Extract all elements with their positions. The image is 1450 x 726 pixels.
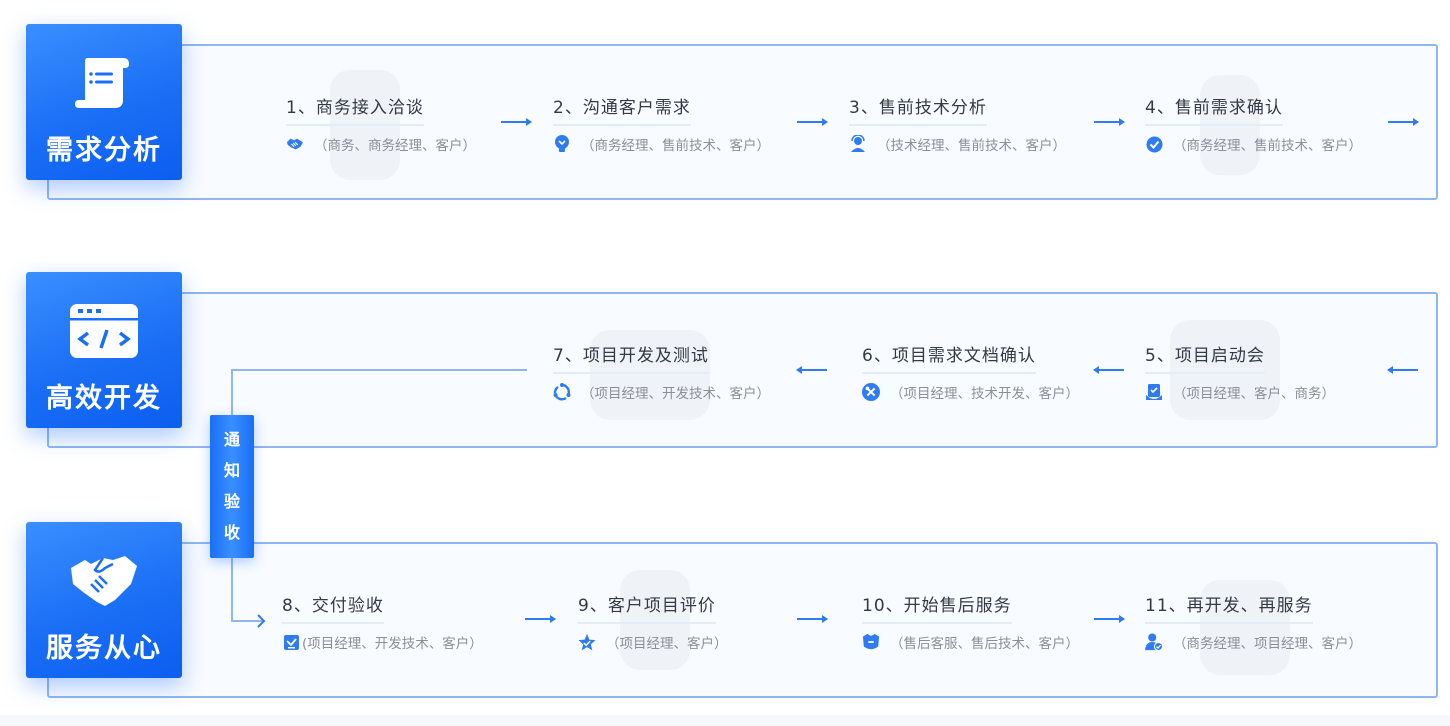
tag-char: 通 [223,430,240,450]
step-title: 2、沟通客户需求 [553,93,691,126]
tools-icon [862,383,880,401]
step-3: 3、售前技术分析 （技术经理、售前技术、客户） [849,93,1066,154]
watermark-figure [620,570,690,670]
step-title: 10、开始售后服务 [862,591,1012,624]
step-roles: （商务经理、项目经理、客户） [1173,636,1362,652]
handshake-icon [286,135,304,153]
step-1: 1、商务接入洽谈 （商务、商务经理、客户） [286,93,476,154]
handshake-icon [69,548,139,614]
step-10: 10、开始售后服务 （售后客服、售后技术、客户） [862,591,1079,652]
arrow-right [1094,615,1125,623]
arrow-right [525,615,556,623]
step-roles: （项目经理、客户、商务） [1173,386,1335,402]
step-9: 9、客户项目评价 （项目经理、客户） [578,591,728,652]
category-tile-requirements: 需求分析 [26,24,182,180]
step-title: 3、售前技术分析 [849,93,987,126]
star-check-icon [578,633,596,651]
step-title: 8、交付验收 [282,591,384,624]
category-label: 高效开发 [46,383,162,414]
step-5: 5、项目启动会 （项目经理、客户、商务） [1145,341,1335,402]
step-title: 1、商务接入洽谈 [286,93,424,126]
code-window-icon [69,298,139,364]
arrow-right [797,118,828,126]
step-roles: （项目经理、开发技术、客户） [581,386,770,402]
step-roles: （商务经理、售前技术、客户） [581,138,770,154]
chevron-right-icon [257,614,266,628]
step-title: 7、项目开发及测试 [553,341,709,374]
watermark-figure [1170,320,1280,420]
step-7: 7、项目开发及测试 （项目经理、开发技术、客户） [553,341,770,402]
step-roles: （项目经理、技术开发、客户） [890,386,1079,402]
watermark-figure [1200,580,1290,675]
step-4: 4、售前需求确认 （商务经理、售前技术、客户） [1145,93,1362,154]
step-title: 4、售前需求确认 [1145,93,1283,126]
step-11: 11、再开发、再服务 （商务经理、项目经理、客户） [1145,591,1362,652]
step-8: 8、交付验收 (项目经理、开发技术、客户） [282,591,483,652]
step-2: 2、沟通客户需求 （商务经理、售前技术、客户） [553,93,770,154]
service-shirt-icon [862,633,880,651]
headset-agent-icon [849,135,867,153]
arrow-right [797,615,828,623]
step-roles: （商务、商务经理、客户） [314,138,476,154]
tag-char: 知 [223,461,240,481]
connector-line-to-step8 [231,620,263,622]
step-roles: （项目经理、客户） [606,636,728,652]
arrow-left [1387,366,1418,374]
document-scroll-icon [69,50,139,116]
bottom-strip [0,715,1450,726]
check-circle-icon [1145,135,1163,153]
step-roles: （技术经理、售前技术、客户） [877,138,1066,154]
connector-line-horizontal [232,369,527,371]
step-6: 6、项目需求文档确认 （项目经理、技术开发、客户） [862,341,1079,402]
row-box-service [47,542,1438,698]
step-roles: （售后客服、售后技术、客户） [890,636,1079,652]
cycle-icon [553,383,571,401]
notify-acceptance-tag: 通 知 验 收 [210,415,254,558]
category-tile-development: 高效开发 [26,272,182,428]
arrow-right [501,118,532,126]
step-title: 5、项目启动会 [1145,341,1265,374]
user-check-icon [1145,633,1163,652]
tag-char: 验 [223,491,240,511]
arrow-left [796,366,827,374]
checkbox-icon [282,633,300,651]
step-title: 6、项目需求文档确认 [862,341,1036,374]
category-label: 服务从心 [46,633,162,664]
tag-char: 收 [223,522,240,542]
arrow-right [1388,118,1419,126]
category-label: 需求分析 [46,135,162,166]
clipboard-check-icon [1145,383,1163,401]
arrow-left [1093,366,1124,374]
step-title: 9、客户项目评价 [578,591,716,624]
lightbulb-icon [553,135,571,153]
watermark-figure [590,330,710,420]
step-title: 11、再开发、再服务 [1145,591,1313,624]
category-tile-service: 服务从心 [26,522,182,678]
arrow-right [1094,118,1125,126]
step-roles: (项目经理、开发技术、客户） [302,636,483,652]
step-roles: （商务经理、售前技术、客户） [1173,138,1362,154]
row-box-requirements [47,44,1438,200]
